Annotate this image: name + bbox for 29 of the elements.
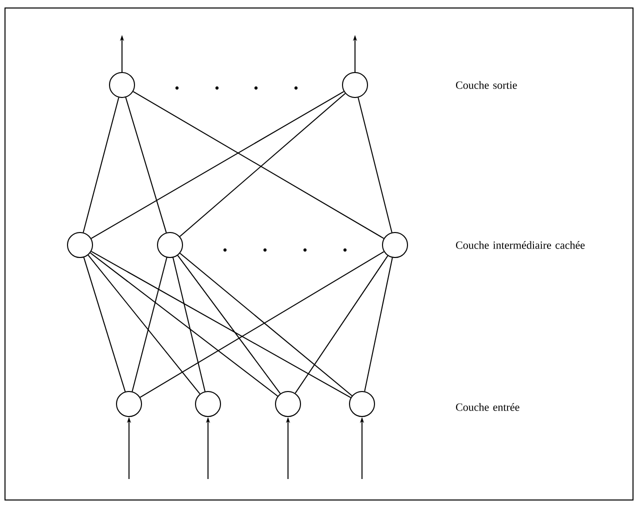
connection-line (180, 252, 352, 396)
neuron-circle (275, 391, 301, 417)
connection-line (90, 252, 278, 397)
connection-line (172, 257, 206, 392)
neuron-circle (195, 391, 221, 417)
connection-line (179, 93, 346, 237)
connection-line (83, 256, 126, 392)
connection-line (132, 257, 168, 392)
connection-line (82, 97, 120, 233)
connection-line (358, 97, 392, 233)
neuron-circle (67, 232, 93, 258)
layer-label: Couche intermédiaire cachée (456, 241, 585, 249)
neuron-circle (109, 72, 135, 98)
layer-label: Couche sortie (456, 81, 517, 89)
connection-line (88, 254, 200, 394)
connection-line (90, 250, 352, 398)
neuron-circle (157, 232, 183, 258)
connection-line (125, 96, 167, 234)
neuron-circle (342, 72, 368, 98)
connection-line (364, 257, 393, 392)
neuron-circle (382, 232, 408, 258)
connection-line (90, 91, 344, 239)
neuron-circle (349, 391, 375, 417)
connection-line (132, 91, 384, 239)
connection-line (140, 251, 384, 398)
connection-line (294, 255, 388, 394)
connection-line (177, 254, 281, 394)
neuron-circle (116, 391, 142, 417)
layer-label: Couche entrée (456, 403, 520, 411)
